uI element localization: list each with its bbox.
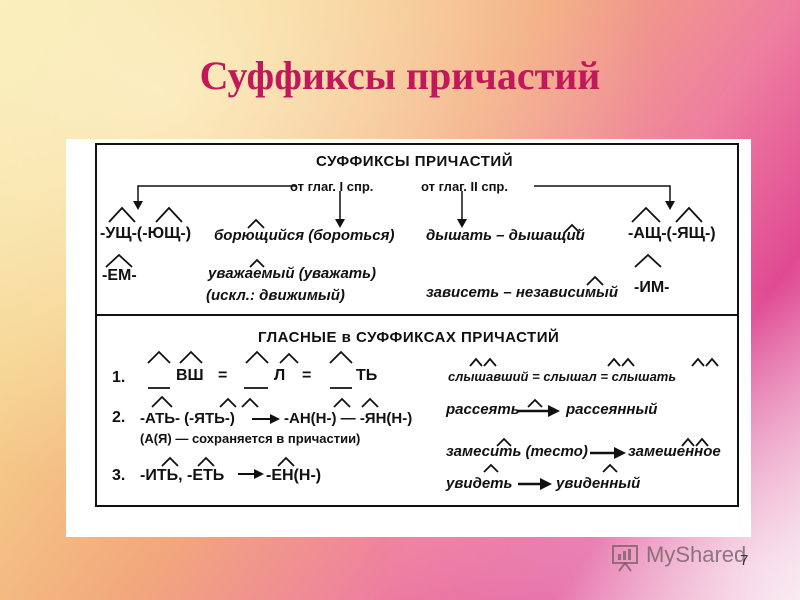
example-dyshat: дышать – дышащий <box>426 227 585 244</box>
rule1-eq1: = <box>218 367 228 384</box>
rule2-ex-to: рассеянный <box>566 401 658 418</box>
logo-text: MyShared <box>646 542 747 567</box>
suffix-ush: -УЩ-(-ЮЩ-) <box>100 225 192 242</box>
table-lines <box>95 143 739 507</box>
suffix-im: -ИМ- <box>634 279 670 296</box>
rule2-suffix-from: -АТЬ- (-ЯТЬ-) <box>140 410 235 427</box>
rule1-l: Л <box>274 367 286 384</box>
page-number: 7 <box>740 552 749 569</box>
suffix-em: -ЕМ- <box>102 267 137 284</box>
example-uvazhat: уважаемый (уважать) <box>208 265 377 282</box>
rule2-ex2-to: замешенное <box>628 443 721 460</box>
rule3-ex-to: увиденный <box>556 475 641 492</box>
rule1-example: слышавший = слышал = слышать <box>448 369 677 384</box>
example-borot: борющийся (бороться) <box>214 227 395 244</box>
rule2-suffix-to: -АН(Н-) — -ЯН(Н-) <box>284 410 413 427</box>
arrow-to-ash <box>534 185 671 203</box>
rule3-suffix-from: -ИТЬ, -ЕТЬ <box>140 467 225 484</box>
rule-arrows <box>238 405 626 490</box>
section1-header: СУФФИКСЫ ПРИЧАСТИЙ <box>316 153 513 170</box>
rule1-t: ТЬ <box>356 367 378 384</box>
example-iskl: (искл.: движимый) <box>206 287 345 304</box>
section2-header: ГЛАСНЫЕ в СУФФИКСАХ ПРИЧАСТИЙ <box>258 329 560 346</box>
arrow-to-ush <box>137 185 296 203</box>
rule1-eq2: = <box>302 367 312 384</box>
rule1-num: 1. <box>112 369 126 386</box>
presentation-icon <box>612 545 638 572</box>
example-zaviset: зависеть – независимый <box>426 284 619 301</box>
rule3-suffix-to: -ЕН(Н-) <box>266 467 322 484</box>
rules-table: СУФФИКСЫ ПРИЧАСТИЙ от глаг. I спр. от гл… <box>66 139 751 537</box>
rule3-num: 3. <box>112 467 126 484</box>
rule2-note: (А(Я) — сохраняется в причастии) <box>140 431 361 446</box>
conj1-label: от глаг. I спр. <box>290 179 374 194</box>
conj2-label: от глаг. II спр. <box>421 179 508 194</box>
suffix-carets <box>105 206 703 286</box>
rule1-marks <box>147 350 719 473</box>
rule2-ex2-from: замесить (тесто) <box>446 443 588 460</box>
myshared-logo: MyShared <box>608 540 758 572</box>
rule3-ex-from: увидеть <box>446 475 513 492</box>
suffix-ash: -АЩ-(-ЯЩ-) <box>628 225 716 242</box>
slide-title: Суффиксы причастий <box>199 53 601 98</box>
rule2-num: 2. <box>112 409 126 426</box>
rule1-vsh: ВШ <box>176 367 204 384</box>
table-border <box>95 143 739 507</box>
rule2-ex-from: рассеять <box>446 401 520 418</box>
